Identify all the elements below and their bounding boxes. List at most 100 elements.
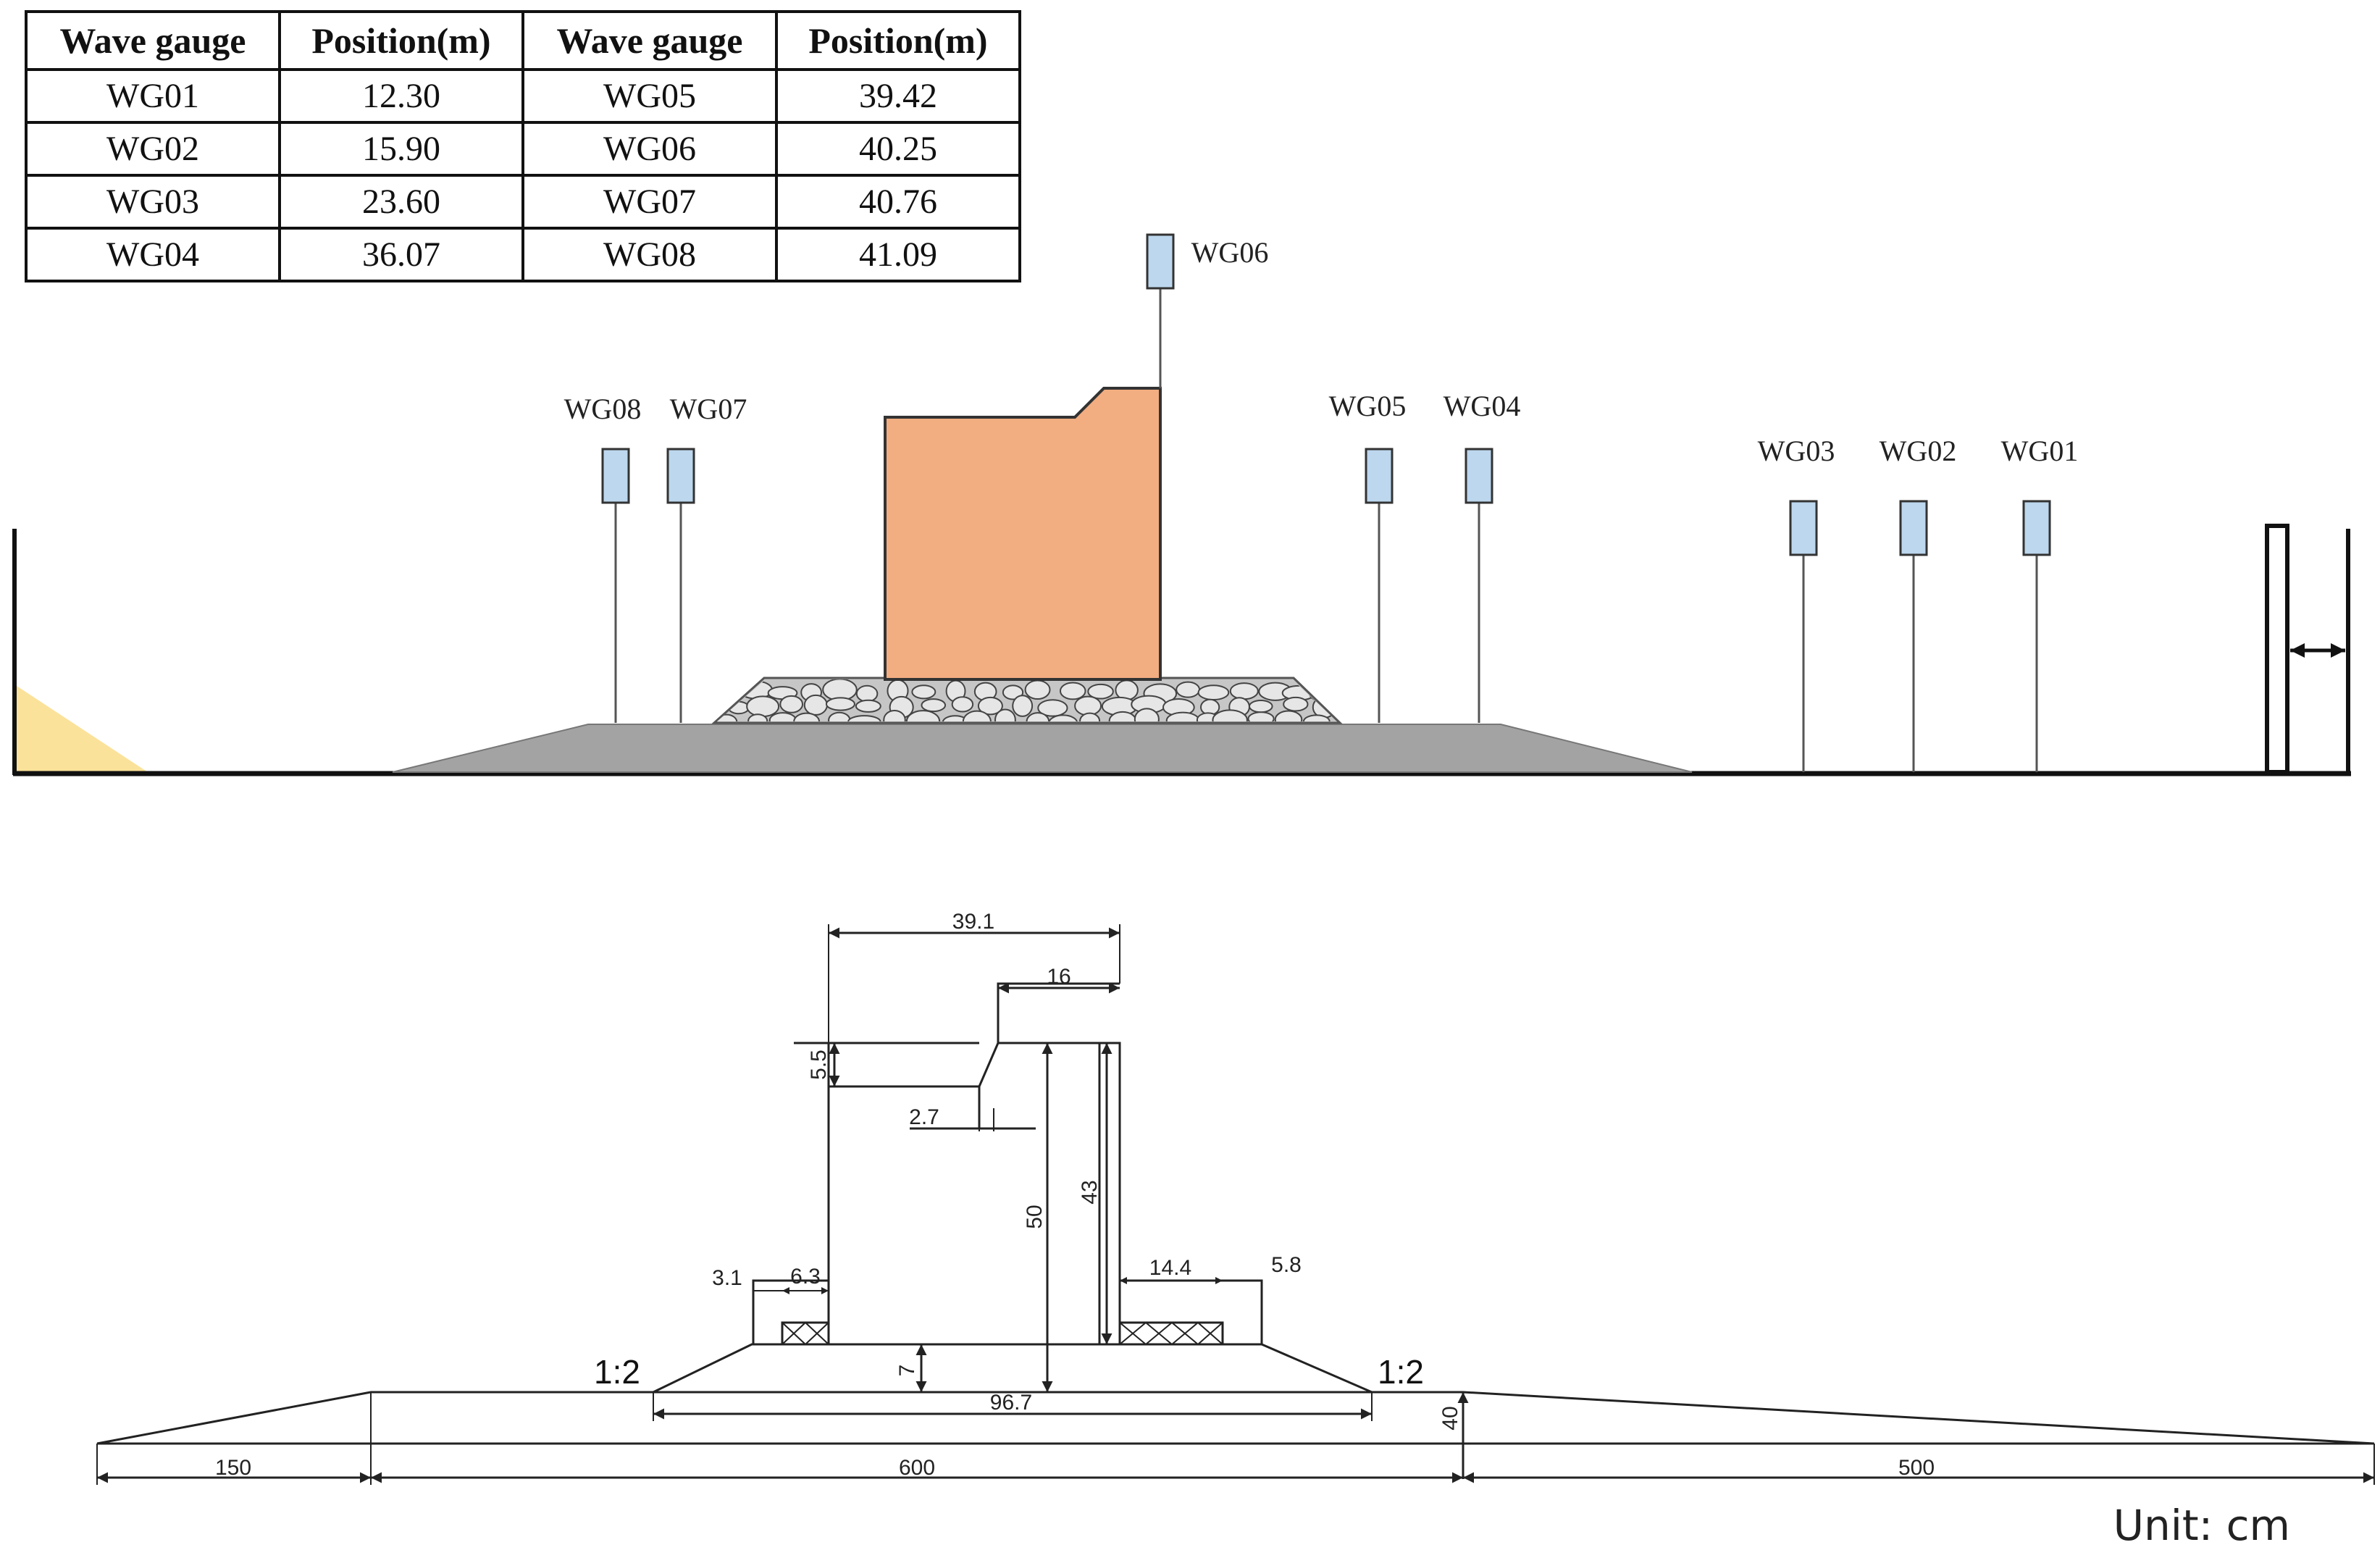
gauge-sensor <box>1465 448 1493 504</box>
rubble-stone <box>1274 710 1303 721</box>
rubble-stone <box>1012 695 1034 717</box>
dim-label-right-length: 500 <box>1898 1456 1935 1480</box>
table-cell: 12.30 <box>278 68 524 124</box>
gauge-sensor <box>601 448 630 504</box>
right-armour-units <box>1118 1321 1224 1346</box>
rubble-stone <box>962 710 992 721</box>
gauge-sensor <box>1789 500 1818 556</box>
dim-label-left-berm: 3.1 <box>712 1266 742 1290</box>
gauge-label-wg04: WG04 <box>1443 390 1521 422</box>
rubble-stone <box>1176 681 1201 698</box>
table-row: WG01 12.30 WG05 39.42 <box>25 68 1021 124</box>
gauge-label-wg06: WG06 <box>1191 236 1269 269</box>
dim-label-left-block: 6.3 <box>790 1265 821 1289</box>
right-armour-pattern <box>1119 1322 1223 1345</box>
dim-label-middle-length: 600 <box>899 1456 935 1480</box>
table-cell: 39.42 <box>775 68 1021 124</box>
header-position: Position(m) <box>775 10 1021 71</box>
rubble-stone <box>747 713 768 721</box>
rubble-stone <box>1229 682 1259 700</box>
caisson-outline <box>794 1042 830 1344</box>
wave-gauge-wg07: WG07 <box>666 393 747 723</box>
rubble-stone <box>1197 684 1230 700</box>
rubble-stone <box>1249 700 1273 713</box>
table-cell: 40.25 <box>775 121 1021 177</box>
rubble-stone <box>883 709 906 721</box>
rubble-stone <box>793 712 821 721</box>
rubble-stone <box>911 684 937 700</box>
header-position: Position(m) <box>278 10 524 71</box>
rubble-stone <box>921 698 947 713</box>
table-cell: 41.09 <box>775 227 1021 282</box>
header-wave-gauge: Wave gauge <box>521 10 778 71</box>
dim-label-mound-height: 7 <box>895 1365 919 1377</box>
rubble-stone <box>977 696 1003 716</box>
gauge-sensor <box>1365 448 1394 504</box>
rubble-stone <box>1247 711 1275 721</box>
cross-section <box>96 924 2375 1485</box>
dim-label-mound-base: 96.7 <box>990 1391 1032 1415</box>
gauge-label-wg08: WG08 <box>564 393 642 425</box>
gauge-label-wg07: WG07 <box>670 393 747 425</box>
gauge-label-wg02: WG02 <box>1880 435 1957 467</box>
table-header-row: Wave gauge Position(m) Wave gauge Positi… <box>25 10 1021 71</box>
wavemaker-paddle <box>2265 524 2289 774</box>
foundation-berm <box>392 724 1693 773</box>
dim-label-crown-width: 16 <box>1047 965 1070 989</box>
gauge-sensor <box>666 448 695 504</box>
dim-label-step-height: 5.5 <box>807 1050 831 1080</box>
table-cell: 40.76 <box>775 174 1021 230</box>
rubble-stone <box>1048 714 1078 721</box>
beach <box>14 684 148 772</box>
wave-gauge-wg01: WG01 <box>2001 435 2079 772</box>
table-row: WG02 15.90 WG06 40.25 <box>25 121 1021 177</box>
table-cell: WG08 <box>521 227 778 282</box>
left-armour-pattern <box>782 1322 829 1345</box>
table-cell: WG03 <box>25 174 281 230</box>
slope-label-left: 1:2 <box>594 1353 640 1391</box>
wave-gauge-wg08: WG08 <box>564 393 642 723</box>
bank-profile <box>96 1391 2375 1445</box>
slope-label-right: 1:2 <box>1378 1353 1424 1391</box>
mound-profile <box>653 1343 1373 1394</box>
rubble-stone <box>1024 679 1051 700</box>
caisson-step-slope <box>978 1042 1000 1087</box>
gauge-label-wg01: WG01 <box>2001 435 2079 467</box>
rubble-stone <box>951 696 974 713</box>
gauge-label-wg03: WG03 <box>1758 435 1835 467</box>
table-cell: WG01 <box>25 68 281 124</box>
rubble-stone <box>1002 684 1024 700</box>
rubble-stone <box>905 710 941 721</box>
wave-gauge-wg05: WG05 <box>1329 390 1406 723</box>
table-cell: WG05 <box>521 68 778 124</box>
wave-gauge-wg04: WG04 <box>1443 390 1521 723</box>
gauge-sensor <box>1146 233 1175 290</box>
dim-label-bank-height: 40 <box>1438 1406 1462 1430</box>
gauge-sensor <box>1899 500 1928 556</box>
table-cell: WG07 <box>521 174 778 230</box>
dim-label-left-length: 150 <box>215 1456 251 1480</box>
rubble-stone <box>994 708 1016 721</box>
table-row: WG04 36.07 WG08 41.09 <box>25 227 1021 282</box>
rubble-stone <box>717 713 738 721</box>
table-cell: 15.90 <box>278 121 524 177</box>
caisson <box>884 387 1162 681</box>
rubble-stone <box>1037 699 1068 717</box>
table-cell: 23.60 <box>278 174 524 230</box>
rubble-stone <box>717 684 738 700</box>
table-cell: WG06 <box>521 121 778 177</box>
rubble-stone <box>942 715 968 721</box>
dim-label-top-width: 39.1 <box>952 910 994 934</box>
gauge-sensor <box>2022 500 2051 556</box>
unit-label: Unit: cm <box>2113 1501 2290 1550</box>
rubble-stone <box>1212 709 1248 721</box>
rubble-stone <box>855 684 879 703</box>
rubble-stone <box>1134 708 1160 721</box>
dimension-labels: 39.1 16 5.5 2.7 50 43 3.1 6.3 14.4 5.8 7… <box>215 910 2290 1550</box>
wave-gauge-table: Wave gauge Position(m) Wave gauge Positi… <box>25 10 1021 282</box>
wave-gauge-wg02: WG02 <box>1880 435 1957 772</box>
header-wave-gauge: Wave gauge <box>25 10 281 71</box>
